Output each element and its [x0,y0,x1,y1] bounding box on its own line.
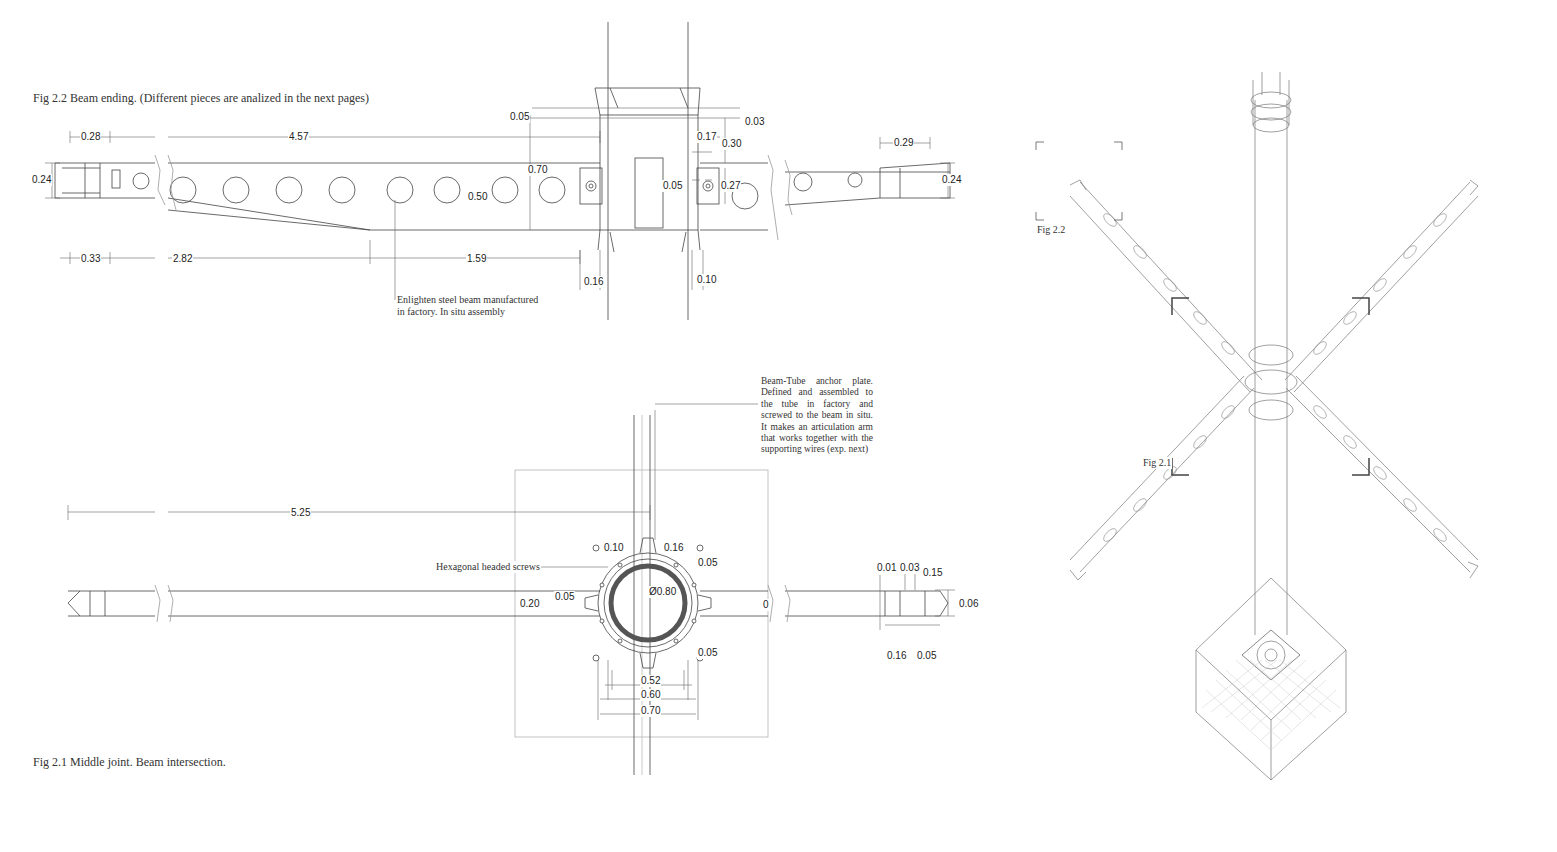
view-reference: Fig 2.2 [1036,224,1066,236]
figure-caption: Fig 2.2 Beam ending. (Different pieces a… [32,92,370,106]
dimension: 0.05 [697,557,718,569]
dimension: 0.70 [640,705,661,717]
dimension: 0.10 [696,274,717,286]
dimension: 0.05 [554,591,575,603]
dimension: 0.03 [744,116,765,128]
dimension: 0.15 [922,567,943,579]
dimension: 0.01 [876,562,897,574]
beam-elevation [45,22,955,320]
dimension: 0.70 [527,164,548,176]
dimension: 0.20 [519,598,540,610]
dimension: 0.16 [886,650,907,662]
dimension: 0.30 [721,138,742,150]
dimension: 1.59 [466,253,487,265]
dimension: 0.52 [640,675,661,687]
dimension: 5.25 [290,507,311,519]
dimension: 0.60 [640,689,661,701]
dimension: 0.29 [893,137,914,149]
annotation-note: Beam-Tube anchor plate. Defined and asse… [760,376,874,456]
figure-caption: Fig 2.1 Middle joint. Beam intersection. [32,756,227,770]
dimension: 0.10 [603,542,624,554]
dimension: 0.16 [583,276,604,288]
annotation-note: Enlighten steel beam manufactured in fac… [396,294,548,317]
dimension: 0.33 [80,253,101,265]
dimension: 0.27 [720,180,741,192]
dimension: 0.16 [663,542,684,554]
dimension: 4.57 [288,131,309,143]
dimension: 0.24 [31,174,52,186]
dimension: 0.17 [696,131,717,143]
dimension: 0.50 [467,191,488,203]
dimension: 0.24 [941,174,962,186]
dimension: 0.03 [899,562,920,574]
dimension: Ø0.80 [648,586,677,598]
dimension: 0.05 [916,650,937,662]
dimension: 0.05 [697,647,718,659]
part-label: Hexagonal headed screws [435,561,541,573]
dimension: 0 [762,599,770,611]
dimension: 0.05 [662,180,683,192]
view-reference: Fig 2.1 [1142,457,1172,469]
dimension: 2.82 [172,253,193,265]
dimension: 0.05 [509,111,530,123]
dimension: 0.06 [958,598,979,610]
joint-plan [68,404,955,775]
isometric-structure [1036,72,1478,780]
dimension: 0.28 [80,131,101,143]
